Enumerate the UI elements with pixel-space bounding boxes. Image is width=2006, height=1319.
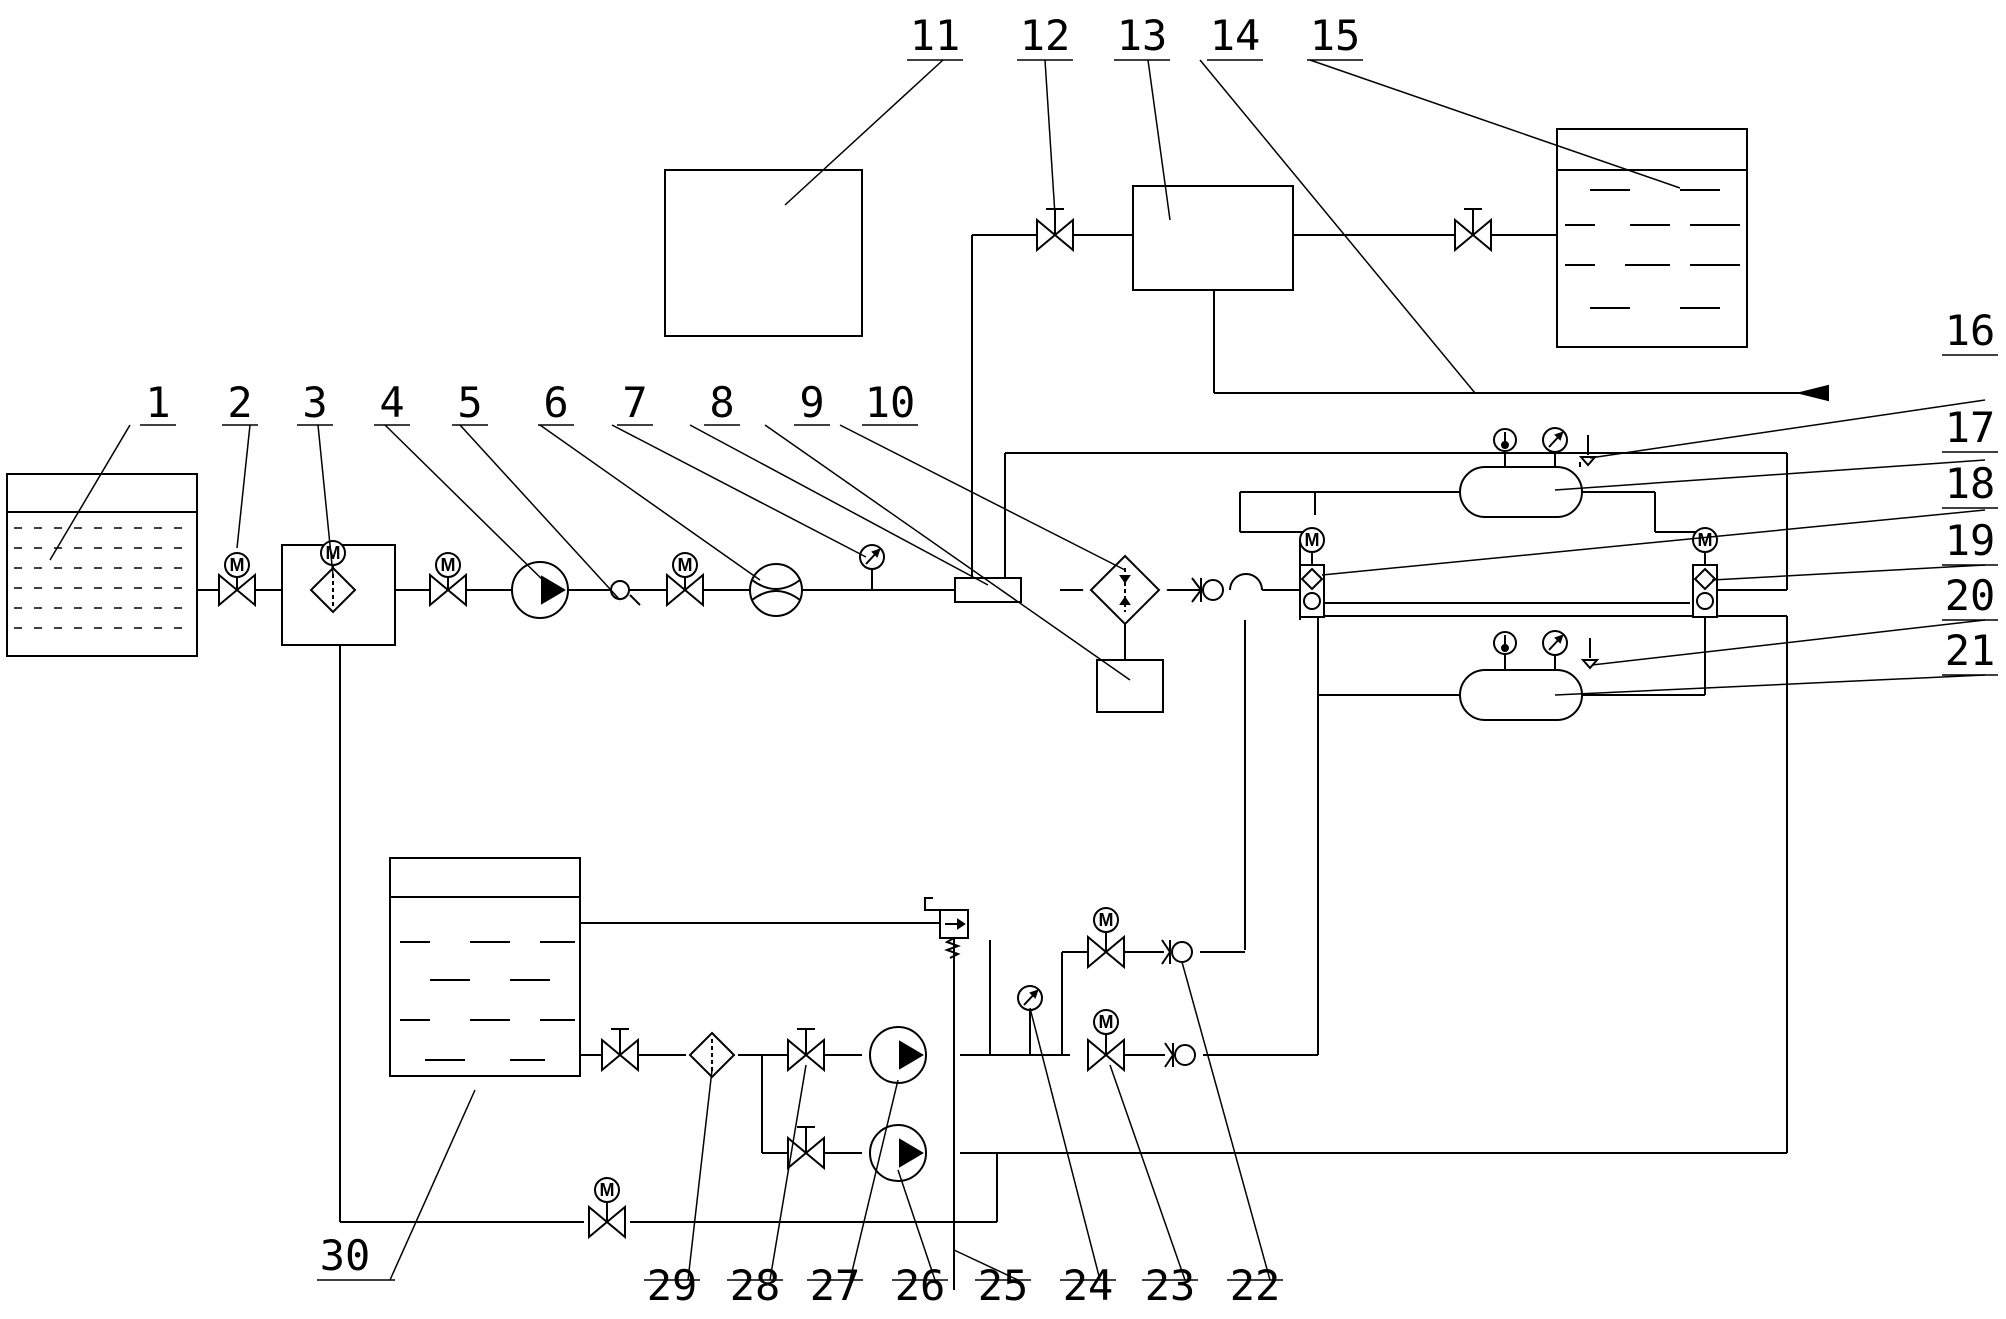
box-11 bbox=[664, 169, 863, 337]
directional-valve-19: M bbox=[1692, 527, 1718, 618]
label-6: 6 bbox=[543, 378, 568, 427]
label-3: 3 bbox=[302, 378, 327, 427]
label-30: 30 bbox=[320, 1231, 371, 1280]
motor-valve-2: M bbox=[218, 552, 256, 606]
pump-27 bbox=[869, 1026, 927, 1084]
label-8: 8 bbox=[709, 378, 734, 427]
label-16: 16 bbox=[1945, 306, 1996, 355]
pressure-gauge-24 bbox=[1017, 985, 1043, 1011]
svg-text:M: M bbox=[1698, 530, 1713, 550]
check-valve-main bbox=[1191, 577, 1224, 603]
label-20: 20 bbox=[1945, 571, 1996, 620]
label-15: 15 bbox=[1310, 11, 1361, 60]
filter-3: M bbox=[281, 540, 396, 646]
tank-30 bbox=[389, 857, 581, 1077]
motor-valve-main: M bbox=[429, 552, 467, 606]
svg-text:M: M bbox=[230, 555, 245, 575]
label-13: 13 bbox=[1117, 11, 1168, 60]
motor-valve-23: M M bbox=[1087, 907, 1125, 1071]
junction-8 bbox=[954, 577, 1022, 603]
label-21: 21 bbox=[1945, 626, 1996, 675]
label-11: 11 bbox=[910, 11, 961, 60]
label-1: 1 bbox=[145, 378, 170, 427]
label-25: 25 bbox=[978, 1261, 1029, 1310]
label-4: 4 bbox=[379, 378, 404, 427]
lower-lines bbox=[339, 645, 1787, 1223]
label-12: 12 bbox=[1020, 11, 1071, 60]
pump-4 bbox=[511, 561, 569, 619]
svg-text:M: M bbox=[600, 1180, 615, 1200]
label-17: 17 bbox=[1945, 403, 1996, 452]
check-valve-5 bbox=[610, 580, 641, 606]
svg-text:M: M bbox=[1099, 910, 1114, 930]
label-2: 2 bbox=[227, 378, 252, 427]
accumulator-21 bbox=[1459, 630, 1600, 721]
leader-lines bbox=[49, 59, 1986, 1281]
label-19: 19 bbox=[1945, 516, 1996, 565]
label-5: 5 bbox=[457, 378, 482, 427]
accumulator-17 bbox=[1459, 427, 1598, 518]
label-9: 9 bbox=[799, 378, 824, 427]
label-26: 26 bbox=[895, 1261, 946, 1310]
arrow-14 bbox=[1799, 384, 1829, 402]
filter-10 bbox=[1082, 547, 1168, 660]
motor-valve-6: M bbox=[666, 552, 704, 606]
motor-valve-bottom: M bbox=[588, 1177, 626, 1238]
number-labels: 1 2 3 4 5 6 7 8 9 10 11 12 13 14 15 16 1… bbox=[140, 11, 1998, 1310]
pump-26 bbox=[869, 1124, 927, 1182]
label-27: 27 bbox=[810, 1261, 861, 1310]
right-section-lines bbox=[1239, 491, 1788, 1153]
tank-15 bbox=[1556, 128, 1748, 348]
upper-branch-lines bbox=[971, 234, 1800, 591]
relief-valve-25 bbox=[924, 897, 969, 1290]
check-valve-22 bbox=[1161, 939, 1196, 1068]
label-18: 18 bbox=[1945, 459, 1996, 508]
svg-text:M: M bbox=[441, 555, 456, 575]
svg-text:M: M bbox=[1099, 1012, 1114, 1032]
manual-valve-28 bbox=[787, 1028, 825, 1169]
tank-1 bbox=[6, 473, 198, 657]
svg-text:M: M bbox=[326, 543, 341, 563]
svg-text:M: M bbox=[1305, 530, 1320, 550]
pressure-gauge-7 bbox=[859, 544, 885, 590]
manual-valve-15 bbox=[1454, 208, 1492, 251]
label-22: 22 bbox=[1230, 1261, 1281, 1310]
label-23: 23 bbox=[1145, 1261, 1196, 1310]
label-10: 10 bbox=[865, 378, 916, 427]
label-28: 28 bbox=[730, 1261, 781, 1310]
directional-valve-18: M bbox=[1299, 527, 1325, 618]
box-9 bbox=[1096, 659, 1164, 713]
label-7: 7 bbox=[622, 378, 647, 427]
box-13 bbox=[1132, 185, 1294, 291]
svg-text:M: M bbox=[678, 555, 693, 575]
label-24: 24 bbox=[1063, 1261, 1114, 1310]
flow-meter-6 bbox=[749, 563, 803, 617]
label-29: 29 bbox=[647, 1261, 698, 1310]
manual-valve-12 bbox=[1036, 208, 1074, 251]
manual-valve-30 bbox=[601, 1028, 639, 1071]
label-14: 14 bbox=[1210, 11, 1261, 60]
